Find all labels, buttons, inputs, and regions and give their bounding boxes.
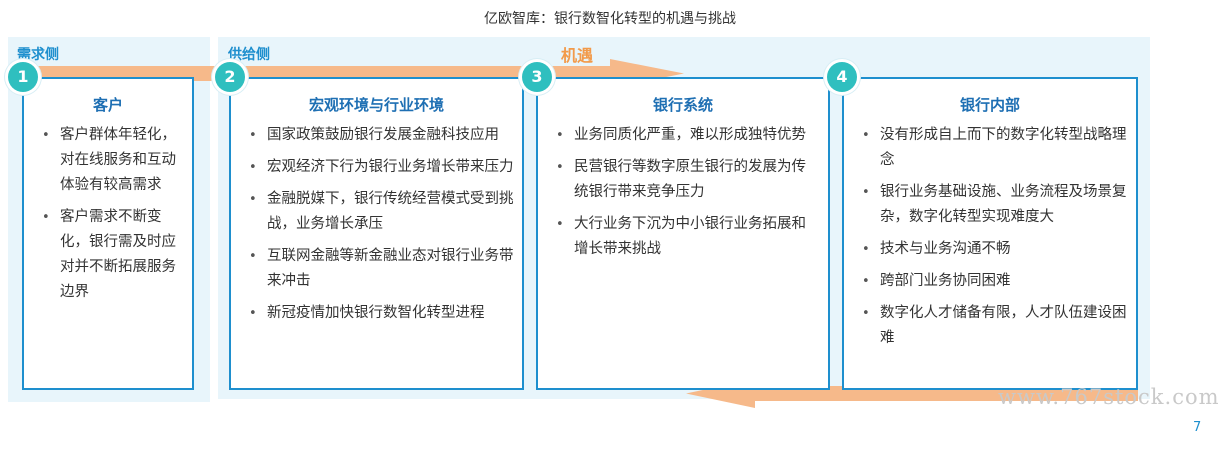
list-item: 金融脱媒下，银行传统经营模式受到挑战，业务增长承压 [247, 187, 514, 237]
list-item: 没有形成自上而下的数字化转型战略理念 [860, 123, 1128, 173]
card-item-list: 国家政策鼓励银行发展金融科技应用 宏观经济下行为银行业务增长带来压力 金融脱媒下… [247, 123, 514, 333]
list-item: 技术与业务沟通不畅 [860, 237, 1128, 262]
list-item: 宏观经济下行为银行业务增长带来压力 [247, 155, 514, 180]
list-item: 业务同质化严重，难以形成独特优势 [554, 123, 820, 148]
list-item: 客户群体年轻化，对在线服务和互动体验有较高需求 [40, 123, 184, 198]
card-item-list: 没有形成自上而下的数字化转型战略理念 银行业务基础设施、业务流程及场景复杂，数字… [860, 123, 1128, 358]
card-item-list: 业务同质化严重，难以形成独特优势 民营银行等数字原生银行的发展为传统银行带来竞争… [554, 123, 820, 269]
list-item: 客户需求不断变化，银行需及时应对并不断拓展服务边界 [40, 205, 184, 305]
list-item: 数字化人才储备有限，人才队伍建设困难 [860, 301, 1128, 351]
card-bank-internal: 银行内部 没有形成自上而下的数字化转型战略理念 银行业务基础设施、业务流程及场景… [842, 77, 1138, 390]
watermark: www.767stock.com [998, 385, 1220, 409]
list-item: 互联网金融等新金融业态对银行业务带来冲击 [247, 244, 514, 294]
list-item: 银行业务基础设施、业务流程及场景复杂，数字化转型实现难度大 [860, 180, 1128, 230]
list-item: 民营银行等数字原生银行的发展为传统银行带来竞争压力 [554, 155, 820, 205]
card-banking-system: 银行系统 业务同质化严重，难以形成独特优势 民营银行等数字原生银行的发展为传统银… [536, 77, 830, 390]
step-badge-4: 4 [827, 62, 857, 92]
list-item: 新冠疫情加快银行数智化转型进程 [247, 301, 514, 326]
list-item: 跨部门业务协同困难 [860, 269, 1128, 294]
card-title: 银行系统 [652, 96, 713, 114]
card-title: 宏观环境与行业环境 [308, 96, 444, 114]
card-macro-environment: 宏观环境与行业环境 国家政策鼓励银行发展金融科技应用 宏观经济下行为银行业务增长… [229, 77, 524, 390]
demand-panel-label: 需求侧 [17, 47, 59, 63]
page-number: 7 [1193, 420, 1202, 435]
list-item: 大行业务下沉为中小银行业务拓展和增长带来挑战 [554, 212, 820, 262]
supply-panel-label: 供给侧 [228, 47, 270, 63]
card-title: 客户 [92, 96, 123, 114]
opportunity-label: 机遇 [561, 46, 594, 65]
card-customer: 客户 客户群体年轻化，对在线服务和互动体验有较高需求 客户需求不断变化，银行需及… [22, 77, 194, 390]
card-title: 银行内部 [959, 96, 1020, 114]
step-badge-2: 2 [215, 62, 245, 92]
page-title: 亿欧智库：银行数智化转型的机遇与挑战 [484, 11, 736, 27]
step-badge-3: 3 [522, 62, 552, 92]
list-item: 国家政策鼓励银行发展金融科技应用 [247, 123, 514, 148]
step-badge-1: 1 [8, 62, 38, 92]
card-item-list: 客户群体年轻化，对在线服务和互动体验有较高需求 客户需求不断变化，银行需及时应对… [40, 123, 184, 312]
